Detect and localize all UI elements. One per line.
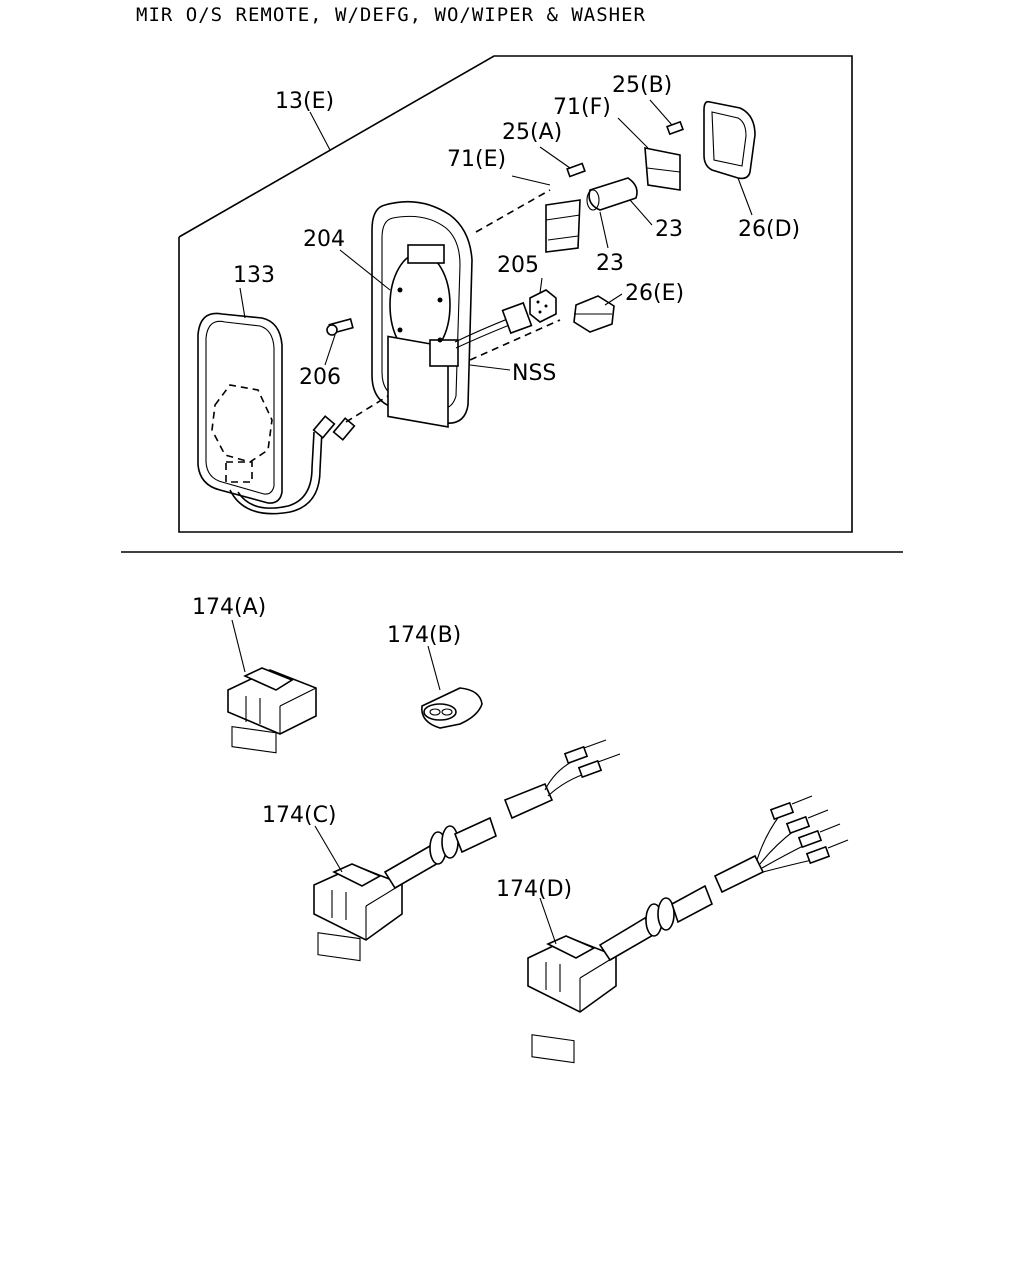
label-204: 204 xyxy=(303,227,345,252)
connector-plug xyxy=(501,301,533,335)
screw-25b xyxy=(666,120,684,136)
label-13e: 13(E) xyxy=(275,89,334,114)
label-71f: 71(F) xyxy=(553,95,611,120)
label-174d: 174(D) xyxy=(496,877,572,902)
label-25b: 25(B) xyxy=(612,73,672,98)
label-25a: 25(A) xyxy=(502,120,562,145)
label-23-lower: 23 xyxy=(596,251,624,276)
bracket-71f xyxy=(644,147,681,191)
harness-174c xyxy=(313,739,621,962)
label-71e: 71(E) xyxy=(447,147,506,172)
label-26d: 26(D) xyxy=(738,217,800,242)
bracket-71e xyxy=(475,189,581,253)
cable-connector-2 xyxy=(332,417,356,441)
label-206: 206 xyxy=(299,365,341,390)
mirror-housing xyxy=(371,200,473,424)
screw-25a xyxy=(566,162,586,178)
label-174a: 174(A) xyxy=(192,595,266,620)
label-174b: 174(B) xyxy=(387,623,461,648)
label-174c: 174(C) xyxy=(262,803,337,828)
glass-cable xyxy=(229,429,323,515)
diagram-title: MIR O/S REMOTE, W/DEFG, WO/WIPER & WASHE… xyxy=(136,4,646,26)
heater-23 xyxy=(586,177,638,211)
label-205: 205 xyxy=(497,253,539,278)
label-nss: NSS xyxy=(512,361,556,386)
cover-26d xyxy=(703,100,756,180)
cover-26e xyxy=(573,295,615,333)
connector-205 xyxy=(529,289,557,323)
cable-connector-1 xyxy=(312,415,336,439)
harness-174d xyxy=(527,795,849,1064)
connector-174a xyxy=(227,667,317,754)
label-133: 133 xyxy=(233,263,275,288)
label-26e: 26(E) xyxy=(625,281,684,306)
label-23-upper: 23 xyxy=(655,217,683,242)
screw-206 xyxy=(326,318,354,336)
connector-174b xyxy=(421,687,483,729)
mirror-motor xyxy=(387,244,459,428)
mirror-glass xyxy=(197,312,283,504)
panel-frame xyxy=(178,55,853,533)
